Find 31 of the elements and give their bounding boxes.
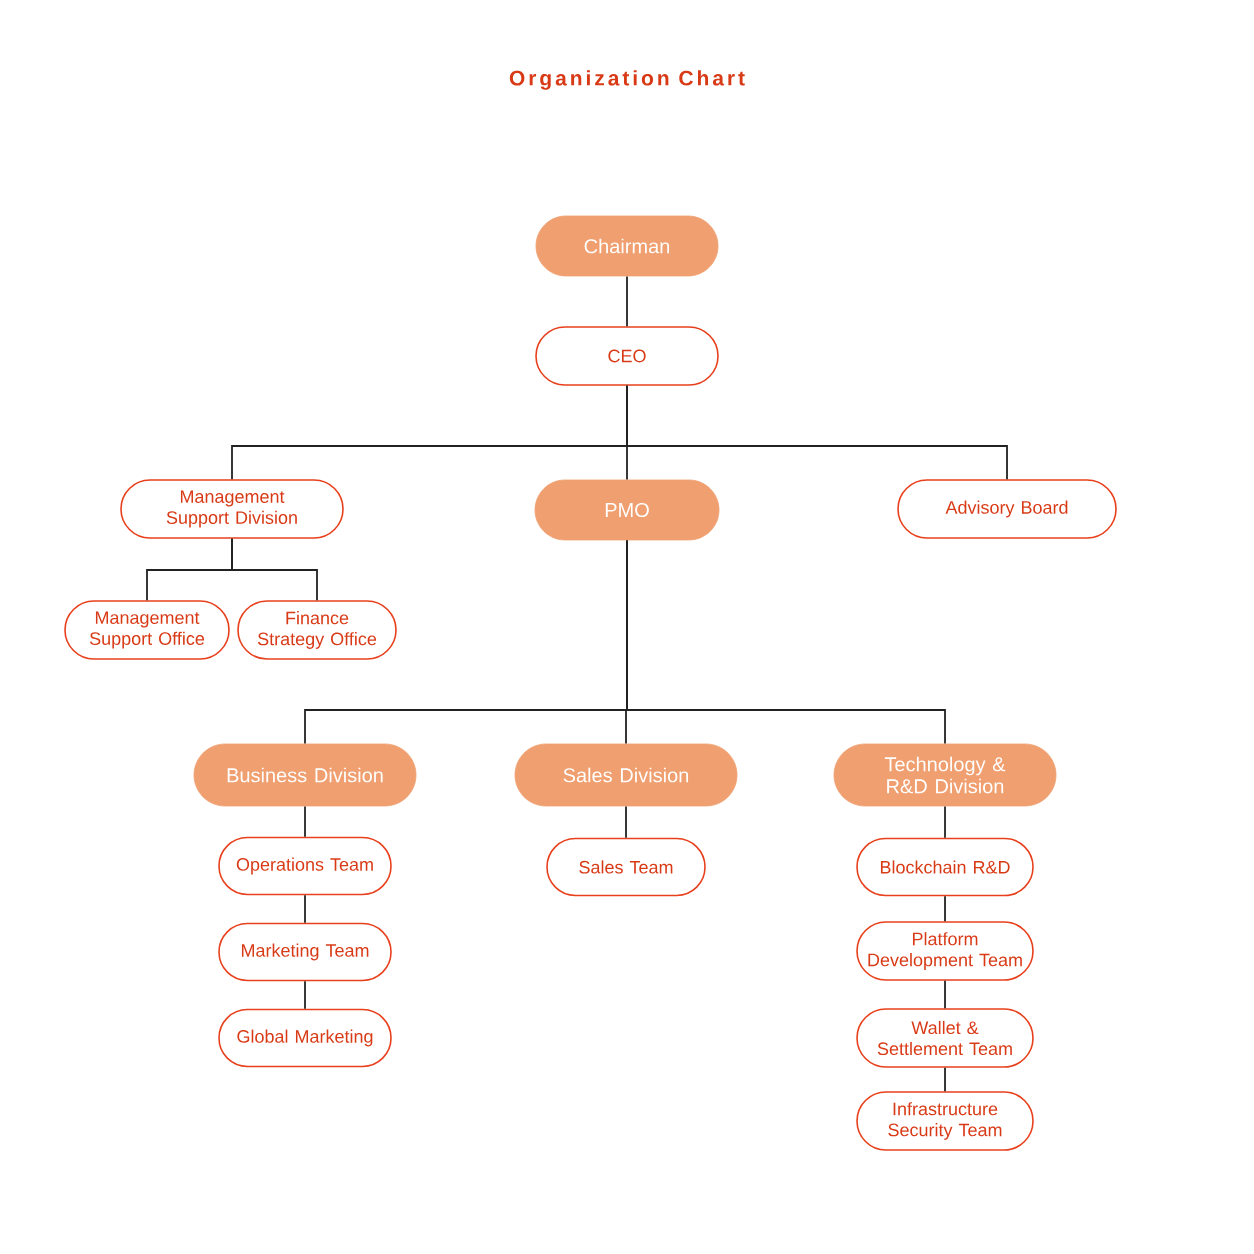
- position-box: Technology & R&D Division: [833, 743, 1057, 807]
- unit-box: Wallet & Settlement Team: [856, 1008, 1034, 1068]
- connector-line: [944, 979, 946, 1010]
- unit-box: Management Support Office: [64, 600, 230, 660]
- chart-title: Organization Chart: [509, 70, 745, 90]
- unit-box: Management Support Division: [120, 479, 344, 539]
- connector-line: [626, 539, 946, 745]
- connector-line: [625, 805, 627, 839]
- position-box: Chairman: [535, 215, 719, 277]
- unit-box: CEO: [535, 326, 719, 386]
- position-box: PMO: [534, 479, 720, 541]
- unit-box: Sales Team: [546, 837, 706, 897]
- connector-line: [304, 805, 306, 838]
- connector-line: [626, 275, 628, 328]
- connector-line: [231, 537, 318, 602]
- unit-box: Infrastructure Security Team: [856, 1091, 1034, 1151]
- unit-box: Marketing Team: [218, 922, 392, 982]
- connector-line: [304, 894, 306, 924]
- unit-box: Finance Strategy Office: [237, 600, 397, 660]
- unit-box: Blockchain R&D: [856, 837, 1034, 897]
- position-box: Business Division: [193, 743, 417, 807]
- connector-line: [944, 805, 946, 839]
- connector-line: [304, 980, 306, 1010]
- connector-line: [944, 1066, 946, 1093]
- unit-box: Advisory Board: [897, 479, 1117, 539]
- unit-box: Operations Team: [218, 836, 392, 896]
- unit-box: Global Marketing: [218, 1008, 392, 1068]
- position-box: Sales Division: [514, 743, 738, 807]
- unit-box: Platform Development Team: [856, 921, 1034, 981]
- connector-line: [626, 384, 1008, 481]
- connector-line: [944, 895, 946, 923]
